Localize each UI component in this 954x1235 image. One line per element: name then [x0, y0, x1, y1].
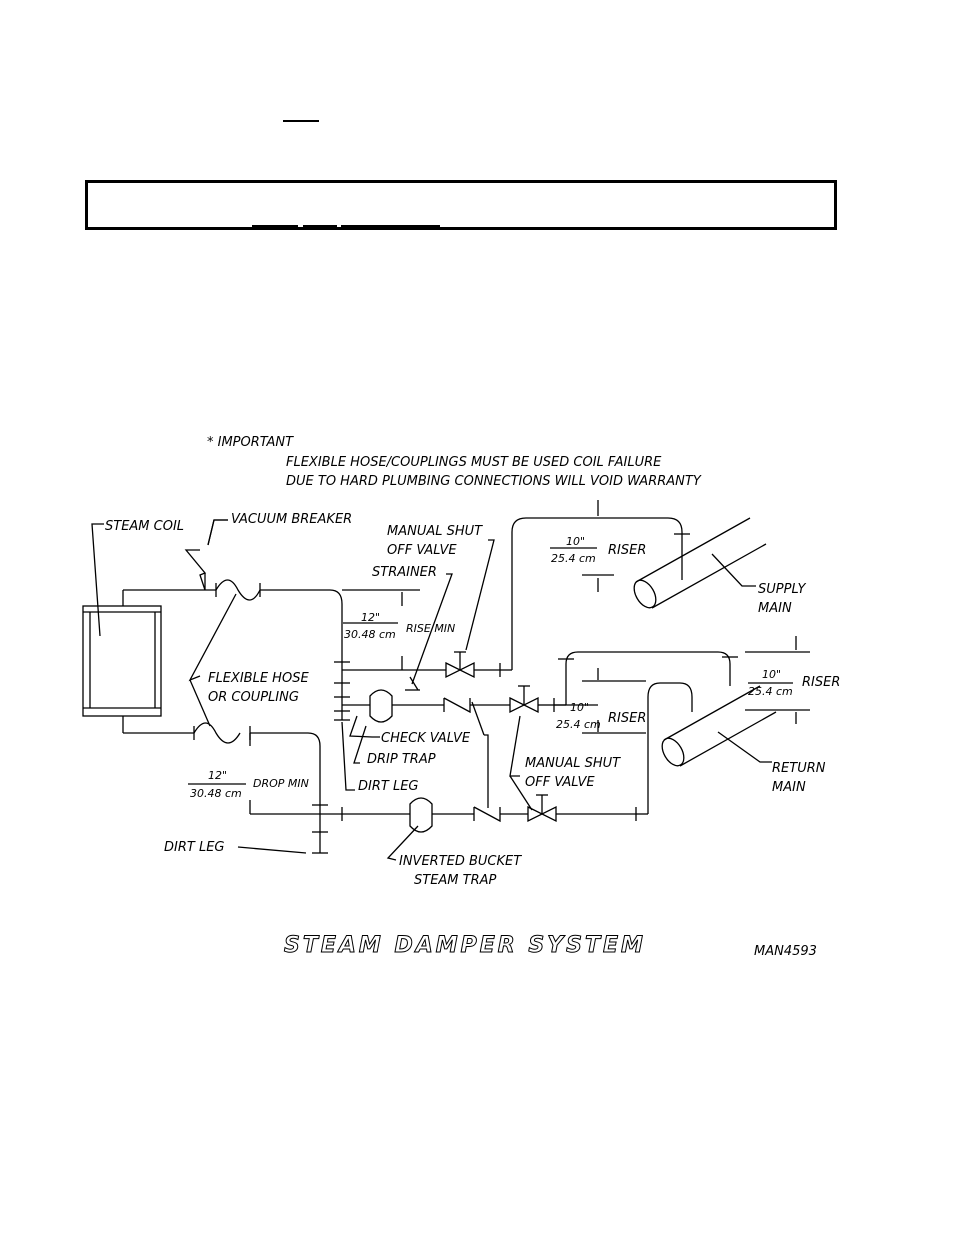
dim-center-riser-imperial: 10"	[570, 701, 589, 714]
notice-underline-2	[303, 225, 337, 227]
dim-return-riser-label: RISER	[802, 675, 840, 690]
dim-rise-metric: 30.48 cm	[344, 628, 396, 641]
label-manual-shut-bottom-1: MANUAL SHUT	[525, 756, 621, 771]
label-drip-trap: DRIP TRAP	[367, 752, 436, 767]
dim-drop-metric: 30.48 cm	[190, 787, 242, 800]
label-check-valve: CHECK VALVE	[381, 731, 471, 746]
dim-rise-label: RISE MIN	[406, 622, 455, 635]
label-strainer: STRAINER	[372, 565, 437, 580]
label-flexible-hose-1: FLEXIBLE HOSE	[208, 671, 309, 686]
label-return-main-1: RETURN	[772, 761, 826, 776]
dim-return-riser-imperial: 10"	[762, 668, 781, 681]
note-line-2: DUE TO HARD PLUMBING CONNECTIONS WILL VO…	[286, 474, 702, 489]
diagram-title: STEAM DAMPER SYSTEM	[284, 933, 646, 958]
return-main-pipe	[661, 685, 777, 767]
heading-underline	[283, 120, 319, 122]
dim-center-riser-label: RISER	[608, 711, 646, 726]
dim-drop-imperial: 12"	[208, 769, 227, 782]
dim-supply-riser-imperial: 10"	[566, 535, 585, 548]
label-manual-shut-top-1: MANUAL SHUT	[387, 524, 483, 539]
upper-piping	[123, 549, 350, 721]
dim-rise-imperial: 12"	[361, 611, 380, 624]
notice-underline-1	[252, 225, 298, 227]
label-manual-shut-top-2: OFF VALVE	[387, 543, 457, 558]
label-dirt-leg-left: DIRT LEG	[164, 840, 224, 855]
label-flexible-hose-2: OR COUPLING	[208, 690, 299, 705]
note-line-1: FLEXIBLE HOSE/COUPLINGS MUST BE USED COI…	[286, 455, 662, 470]
dim-supply-riser-metric: 25.4 cm	[551, 552, 596, 565]
label-supply-main-1: SUPPLY	[758, 582, 806, 597]
center-piping	[342, 517, 738, 723]
dimension-marks	[188, 500, 810, 814]
dim-drop-label: DROP MIN	[253, 777, 309, 790]
label-vacuum-breaker: VACUUM BREAKER	[231, 512, 352, 527]
leader-lines	[91, 519, 772, 861]
dim-return-riser-metric: 25.4 cm	[748, 685, 793, 698]
figure-code: MAN4593	[754, 944, 817, 959]
dim-supply-riser-label: RISER	[608, 543, 646, 558]
label-manual-shut-bottom-2: OFF VALVE	[525, 775, 595, 790]
label-supply-main-2: MAIN	[758, 601, 792, 616]
notice-box	[85, 180, 837, 230]
label-inverted-bucket-1: INVERTED BUCKET	[399, 854, 522, 869]
notice-underline-3	[341, 225, 440, 227]
dim-center-riser-metric: 25.4 cm	[556, 718, 601, 731]
label-steam-coil: STEAM COIL	[105, 519, 184, 534]
note-important: * IMPORTANT	[207, 435, 294, 450]
lower-piping	[123, 682, 693, 854]
steam-coil	[82, 590, 162, 733]
label-return-main-2: MAIN	[772, 780, 806, 795]
supply-main-pipe	[633, 517, 767, 609]
label-dirt-leg-center: DIRT LEG	[358, 779, 418, 794]
label-inverted-bucket-2: STEAM TRAP	[414, 873, 497, 888]
